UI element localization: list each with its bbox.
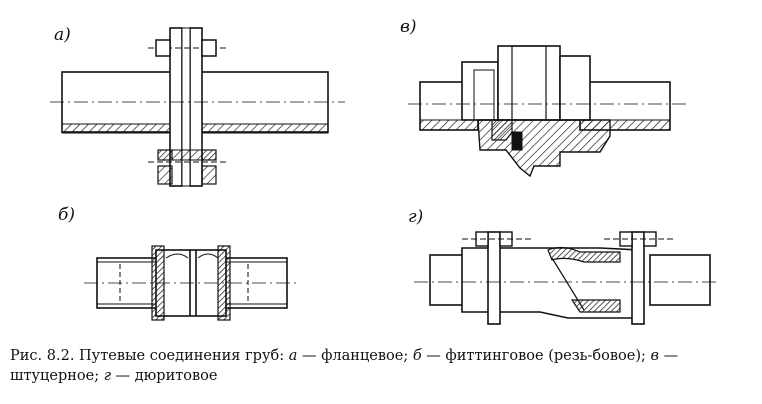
- caption-text-a: — фланцевое;: [301, 348, 409, 364]
- panel-b-fitting: б): [58, 205, 300, 321]
- panel-g-label: г): [408, 207, 423, 227]
- caption-letter-a: а: [288, 348, 298, 364]
- panel-a-flange: а): [50, 25, 345, 187]
- panel-a-label: а): [54, 25, 71, 45]
- panel-b-label: б): [58, 205, 75, 225]
- caption-text-g: — дюритовое: [115, 368, 218, 384]
- panel-v-label: в): [400, 17, 417, 37]
- caption-letter-v: в: [650, 348, 659, 364]
- caption-text-b: — фиттинговое (резь-бовое);: [426, 348, 646, 364]
- caption-prefix: Рис. 8.2. Путевые соединения груб:: [10, 348, 285, 364]
- panel-v-union: в): [400, 17, 690, 178]
- caption-letter-b: б: [412, 348, 422, 364]
- caption-letter-g: г: [103, 368, 112, 384]
- caption-text-v: — штуцерное;: [10, 348, 679, 384]
- figure-caption: Рис. 8.2. Путевые соединения груб: а — ф…: [10, 346, 755, 386]
- panel-g-durite: г): [408, 207, 720, 325]
